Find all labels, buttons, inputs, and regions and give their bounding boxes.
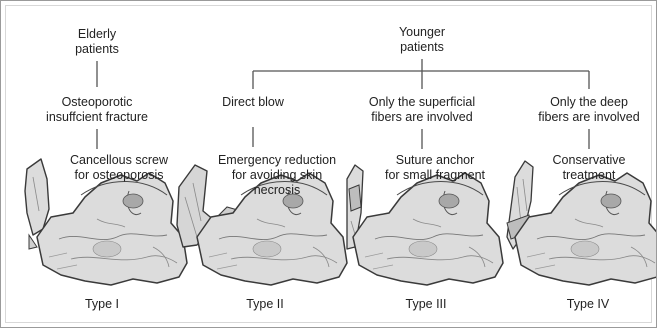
deep-fibers-label: Only the deep fibers are involved [538,95,639,125]
type-4-label: Type IV [567,297,609,312]
conservative-treatment-label: Conservative treatment [553,153,626,183]
elderly-patients-label: Elderly patients [75,27,119,57]
suture-anchor-label: Suture anchor for small fragment [385,153,485,183]
type-3-illustration [347,165,503,285]
type-2-label: Type II [246,297,284,312]
type-3-calcaneus [353,173,503,285]
cancellous-screw-label: Cancellous screw for osteoporosis [70,153,168,183]
direct-blow-label: Direct blow [222,95,284,110]
type-1-calcaneus [37,173,187,285]
type-1-label: Type I [85,297,119,312]
type-4-calcaneus [515,173,657,285]
osteoporotic-fracture-label: Osteoporotic insuffcient fracture [46,95,148,125]
superficial-fibers-label: Only the superficial fibers are involved [369,95,475,125]
type-3-small-fragment [349,185,361,211]
type-1-fracture-fragment [25,159,49,235]
emergency-reduction-label: Emergency reduction for avoiding skin ne… [218,153,336,198]
type-3-label: Type III [406,297,447,312]
younger-patients-label: Younger patients [399,25,445,55]
